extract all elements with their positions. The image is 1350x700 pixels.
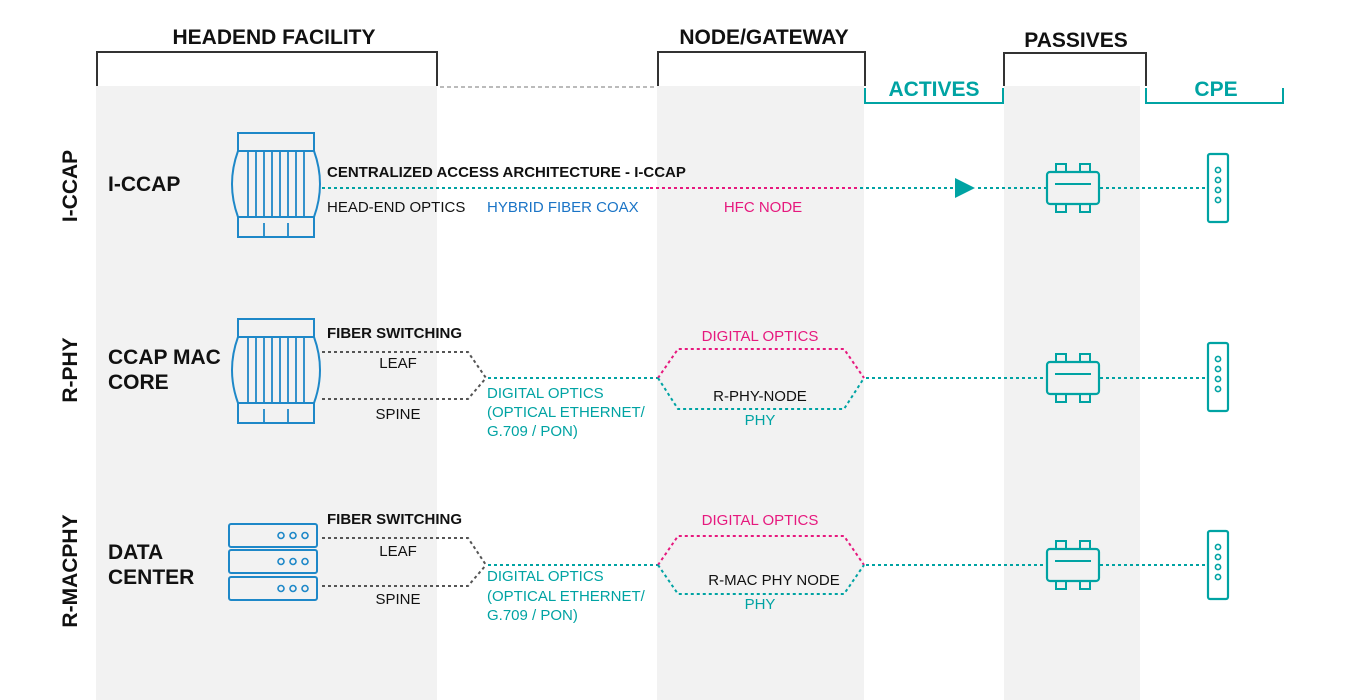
headend-panel	[96, 86, 437, 700]
row3-node-optics: DIGITAL OPTICS	[702, 512, 819, 529]
row3-digital-optics-2: (OPTICAL ETHERNET/	[487, 588, 646, 605]
side-label-rmacphy: R-MACPHY	[59, 514, 82, 627]
row2-leaf-label: LEAF	[379, 355, 417, 372]
bracket-actives	[864, 88, 1004, 104]
row3-spine-line	[322, 564, 487, 587]
row2-digital-optics-3: G.709 / PON)	[487, 423, 578, 440]
bracket-cpe	[1145, 88, 1284, 104]
side-label-iccap: I-CCAP	[59, 150, 82, 222]
bracket-headend	[96, 51, 438, 86]
row1-title: CENTRALIZED ACCESS ARCHITECTURE - I-CCAP	[327, 164, 686, 181]
header-actives: ACTIVES	[888, 78, 979, 101]
row1-node-label: HFC NODE	[724, 199, 802, 216]
modem-icon	[1206, 341, 1230, 413]
modem-icon	[1206, 529, 1230, 601]
bracket-passives	[1003, 52, 1147, 86]
row1-optics-label: HEAD-END OPTICS	[327, 199, 465, 216]
row1-hfc-label: HYBRID FIBER COAX	[487, 199, 639, 216]
modem-icon	[1206, 152, 1230, 224]
row3-spine-label: SPINE	[375, 591, 420, 608]
row3-leaf-line	[322, 537, 487, 566]
row3-digital-optics-1: DIGITAL OPTICS	[487, 568, 604, 585]
row3-fiber-switching: FIBER SWITCHING	[327, 511, 462, 528]
row3-leaf-label: LEAF	[379, 543, 417, 560]
row2-node-top	[657, 348, 865, 379]
header-cpe: CPE	[1194, 78, 1237, 101]
row2-spine-line	[322, 377, 487, 400]
header-headend: HEADEND FACILITY	[172, 26, 375, 49]
row3-digital-optics-3: G.709 / PON)	[487, 607, 578, 624]
row2-digital-optics-2: (OPTICAL ETHERNET/	[487, 404, 646, 421]
bracket-node	[657, 51, 866, 86]
row2-node-name: R-PHY-NODE	[713, 388, 807, 405]
row-name-rphy-1: CCAP MAC	[108, 346, 221, 369]
row2-fiber-switching: FIBER SWITCHING	[327, 325, 462, 342]
row-name-iccap: I-CCAP	[108, 173, 180, 196]
row2-leaf-line	[322, 351, 487, 379]
row3-node-sub: PHY	[745, 596, 776, 613]
row-name-rmacphy-1: DATA	[108, 541, 163, 564]
side-label-rphy: R-PHY	[59, 337, 82, 402]
row2-spine-label: SPINE	[375, 406, 420, 423]
row3-node-top	[657, 535, 865, 566]
arrow-right-icon	[955, 178, 975, 198]
row2-node-optics: DIGITAL OPTICS	[702, 328, 819, 345]
row3-node-name: R-MAC PHY NODE	[708, 572, 839, 589]
header-passives: PASSIVES	[1024, 29, 1127, 52]
row2-digital-optics-1: DIGITAL OPTICS	[487, 385, 604, 402]
row2-node-sub: PHY	[745, 412, 776, 429]
row3-node-bottom	[657, 564, 865, 595]
row-name-rmacphy-2: CENTER	[108, 566, 194, 589]
row-name-rphy-2: CORE	[108, 371, 169, 394]
row2-node-bottom	[657, 377, 865, 410]
header-node: NODE/GATEWAY	[679, 26, 848, 49]
